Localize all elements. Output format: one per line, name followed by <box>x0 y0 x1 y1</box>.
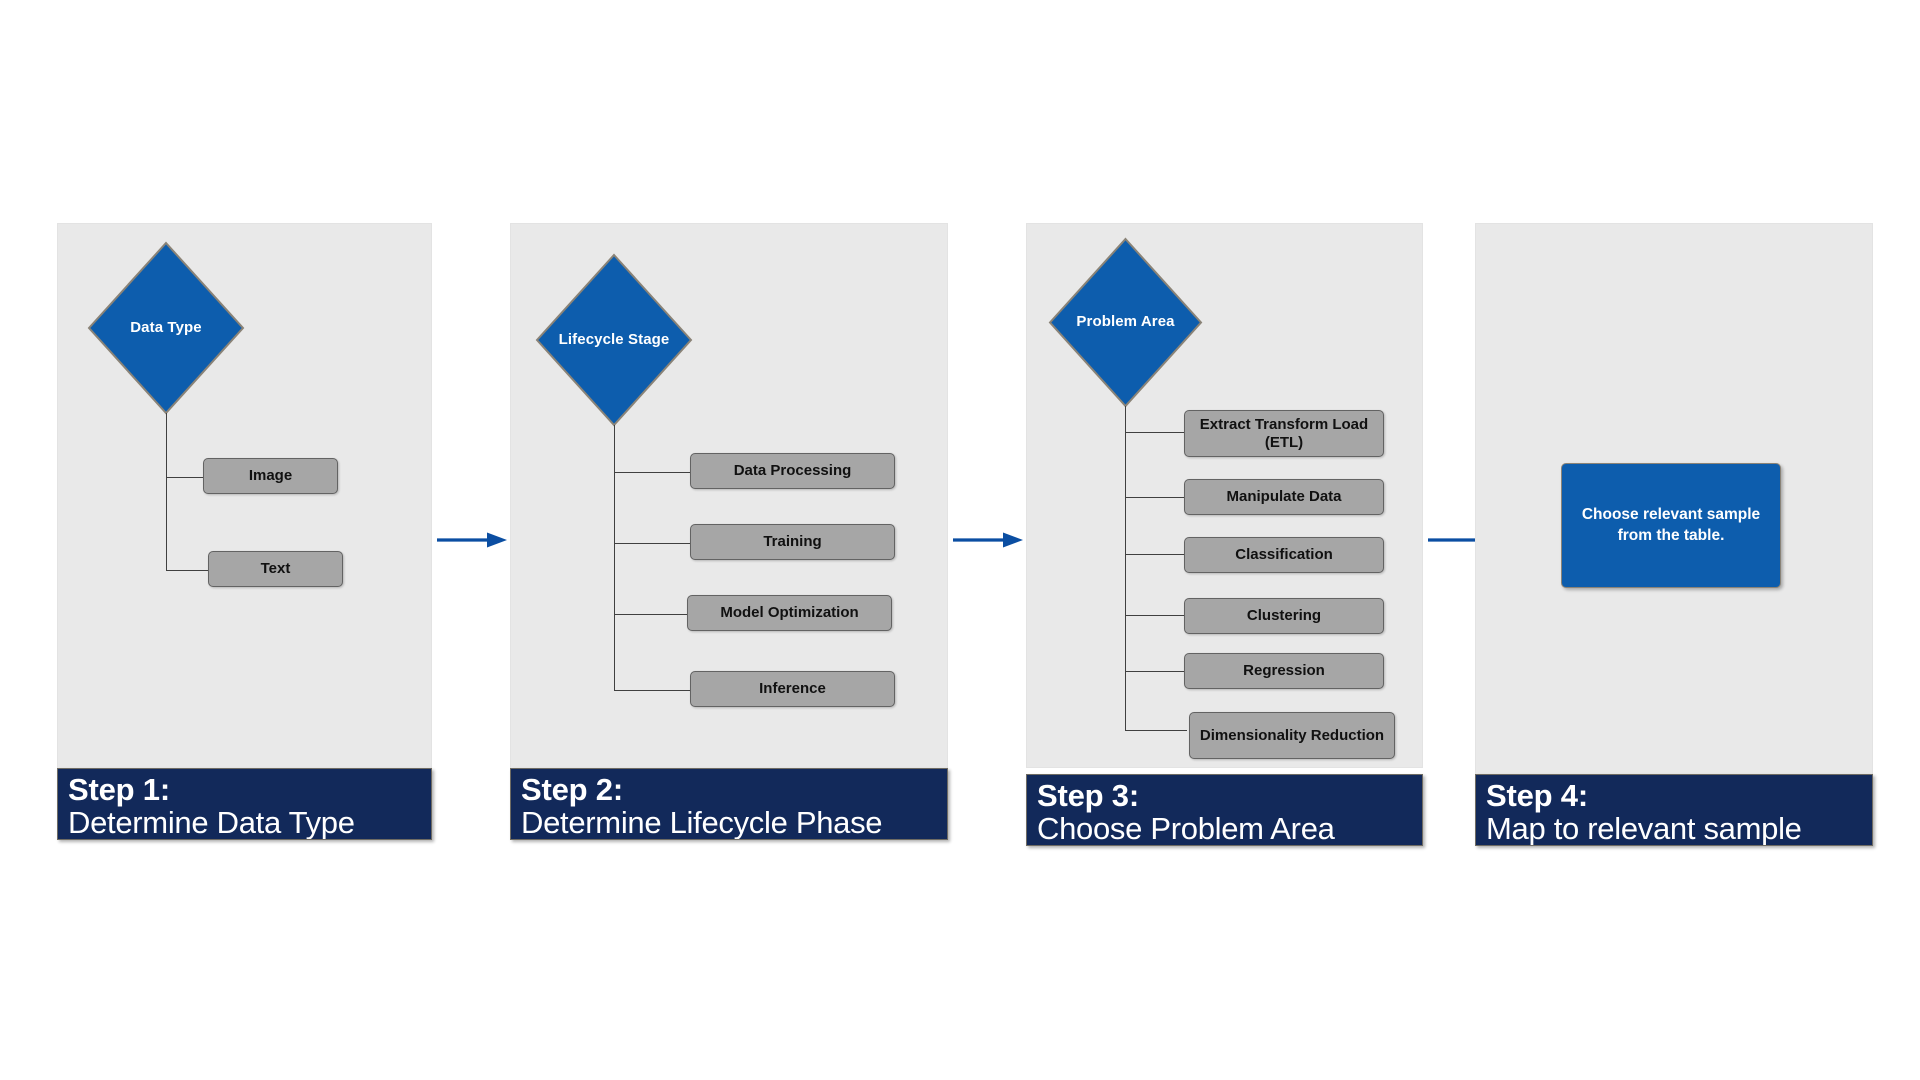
decision-diamond-lifecycle-stage[interactable]: Lifecycle Stage <box>534 252 694 428</box>
connector-branch-2-3 <box>614 614 693 615</box>
option-label: Manipulate Data <box>1226 488 1342 506</box>
option-box-clustering[interactable]: Clustering <box>1184 598 1384 634</box>
connector-branch-3-4 <box>1125 615 1185 616</box>
option-box-inference[interactable]: Inference <box>690 671 895 707</box>
connector-branch-2-1 <box>614 472 693 473</box>
option-label: Regression <box>1243 662 1325 680</box>
option-box-etl[interactable]: Extract Transform Load (ETL) <box>1184 410 1384 457</box>
step-banner-3: Step 3: Choose Problem Area <box>1026 774 1423 846</box>
step-number: Step 3: <box>1037 778 1139 813</box>
connector-spine-1 <box>166 413 167 571</box>
step-description: Choose Problem Area <box>1037 810 1335 846</box>
step-banner-1: Step 1: Determine Data Type <box>57 768 432 840</box>
connector-branch-2-4 <box>614 690 693 691</box>
step-number: Step 1: <box>68 772 170 807</box>
decision-diamond-label: Data Type <box>130 319 202 336</box>
step-description: Map to relevant sample <box>1486 810 1802 846</box>
step-number: Step 4: <box>1486 778 1588 813</box>
option-label: Data Processing <box>733 462 852 480</box>
option-box-text[interactable]: Text <box>208 551 343 587</box>
step-description: Determine Data Type <box>68 804 355 840</box>
connector-branch-1-2 <box>166 570 209 571</box>
option-box-model-optimization[interactable]: Model Optimization <box>687 595 892 631</box>
option-label: Text <box>260 560 291 578</box>
step-description: Determine Lifecycle Phase <box>521 804 883 840</box>
connector-branch-3-1 <box>1125 432 1185 433</box>
option-box-dimensionality-reduction[interactable]: Dimensionality Reduction <box>1189 712 1395 759</box>
connector-branch-3-2 <box>1125 497 1185 498</box>
decision-diamond-label: Lifecycle Stage <box>558 331 670 348</box>
option-label: Training <box>763 533 822 551</box>
option-label: Image <box>248 467 293 485</box>
connector-spine-3 <box>1125 406 1126 730</box>
result-box-choose-sample[interactable]: Choose relevant sample from the table. <box>1561 463 1781 588</box>
option-box-data-processing[interactable]: Data Processing <box>690 453 895 489</box>
connector-branch-3-6 <box>1125 730 1187 731</box>
decision-diamond-data-type[interactable]: Data Type <box>86 240 246 416</box>
result-label: Choose relevant sample from the table. <box>1581 506 1761 544</box>
option-label: Inference <box>759 680 826 698</box>
connector-branch-1-1 <box>166 477 204 478</box>
connector-branch-3-5 <box>1125 671 1185 672</box>
option-label: Dimensionality Reduction <box>1199 726 1385 744</box>
option-label: Clustering <box>1246 607 1322 625</box>
option-label: Extract Transform Load (ETL) <box>1199 416 1369 451</box>
connector-branch-3-3 <box>1125 554 1185 555</box>
flow-arrow-1-to-2 <box>437 532 507 548</box>
option-box-image[interactable]: Image <box>203 458 338 494</box>
option-label: Classification <box>1235 546 1333 564</box>
option-label: Model Optimization <box>720 604 859 622</box>
option-box-regression[interactable]: Regression <box>1184 653 1384 689</box>
step-banner-2: Step 2: Determine Lifecycle Phase <box>510 768 948 840</box>
connector-spine-2 <box>614 425 615 690</box>
option-box-training[interactable]: Training <box>690 524 895 560</box>
connector-branch-2-2 <box>614 543 693 544</box>
option-box-classification[interactable]: Classification <box>1184 537 1384 573</box>
decision-diamond-problem-area[interactable]: Problem Area <box>1047 236 1204 409</box>
step-banner-4: Step 4: Map to relevant sample <box>1475 774 1873 846</box>
option-box-manipulate-data[interactable]: Manipulate Data <box>1184 479 1384 515</box>
step-number: Step 2: <box>521 772 623 807</box>
flow-arrow-2-to-3 <box>953 532 1023 548</box>
decision-diamond-label: Problem Area <box>1076 313 1175 330</box>
